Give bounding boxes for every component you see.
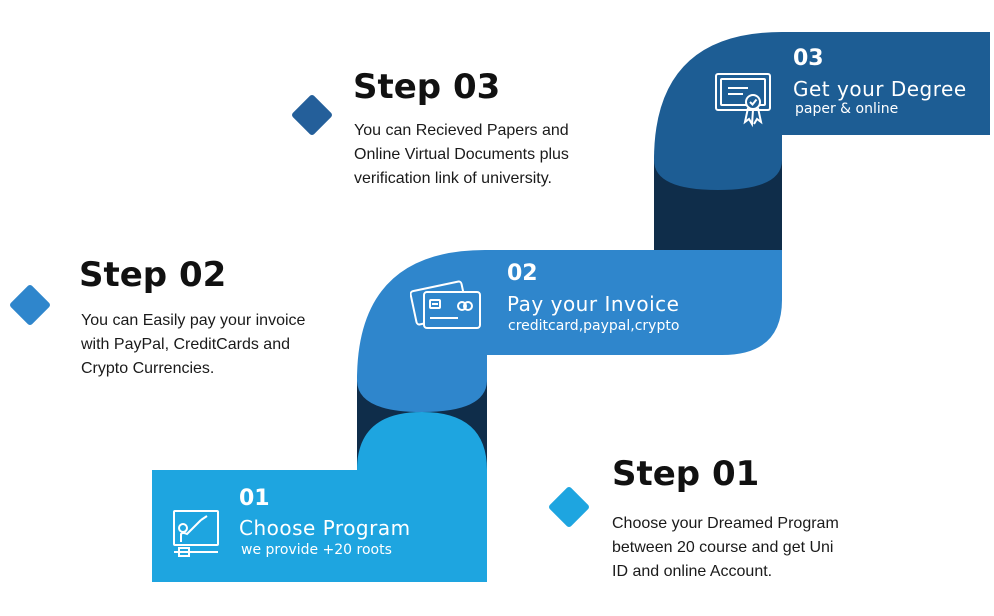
band-02-title: Pay your Invoice [507,292,680,316]
band-02-number: 02 [507,261,538,286]
step-01-title: Step 01 [612,454,760,494]
certificate-icon [713,70,773,130]
band-01-number: 01 [239,486,270,511]
band-01-subtitle: we provide +20 roots [241,542,392,558]
band-03-number: 03 [793,46,824,71]
band-01-title: Choose Program [239,516,411,540]
step-03-title: Step 03 [353,67,501,107]
credit-card-icon [409,276,484,332]
step-02-title: Step 02 [79,255,227,295]
band-01 [152,412,487,582]
band-03 [654,32,990,190]
band-03-subtitle: paper & online [795,101,899,117]
program-board-icon [171,508,223,560]
step-01-description: Choose your Dreamed Program between 20 c… [612,515,839,580]
band-02-subtitle: creditcard,paypal,crypto [508,318,680,334]
step-03-description: You can Recieved Papers and Online Virtu… [354,122,569,187]
band-03-title: Get your Degree [793,77,967,101]
step-02-description: You can Easily pay your invoice with Pay… [81,312,306,377]
